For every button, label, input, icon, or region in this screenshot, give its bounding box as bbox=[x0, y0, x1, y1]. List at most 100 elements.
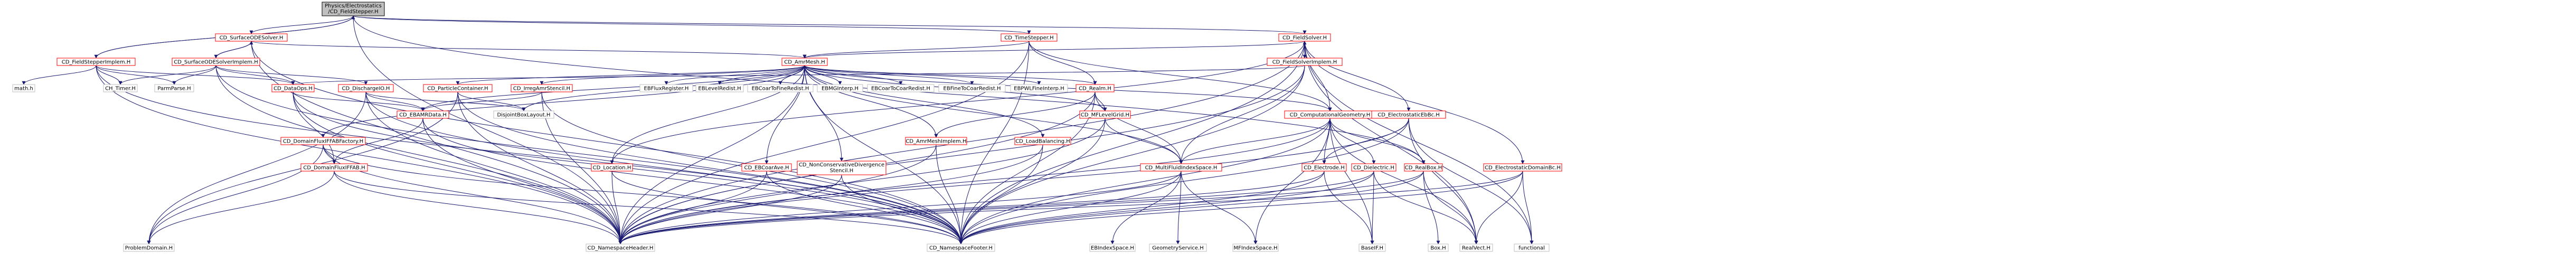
node-ebfluxreg[interactable]: EBFluxRegister.H bbox=[639, 84, 693, 92]
node-amrmesh[interactable]: CD_AmrMesh.H bbox=[781, 58, 828, 66]
node-loadbal[interactable]: CD_LoadBalancing.H bbox=[1014, 137, 1071, 145]
node-box-baseif bbox=[1358, 243, 1386, 252]
edge-compgeom-to-dielectric bbox=[1329, 118, 1376, 164]
node-domainfluxfab[interactable]: CD_DomainFluxIFFAB.H bbox=[300, 163, 368, 172]
node-electroebbc[interactable]: CD_ElectrostaticEbBc.H bbox=[1371, 110, 1446, 119]
node-particlecont[interactable]: CD_ParticleContainer.H bbox=[423, 84, 493, 92]
node-label-realbox: CD_RealBox.H bbox=[1405, 165, 1442, 171]
node-problemdomain[interactable]: ProblemDomain.H bbox=[123, 243, 175, 252]
node-electrodomain[interactable]: CD_ElectrostaticDomainBc.H bbox=[1483, 163, 1562, 172]
edge-electroebbc-to-nsheader bbox=[618, 118, 1409, 245]
edge-amrmesh-to-loadbal bbox=[804, 65, 1045, 138]
edge-tsh-to-realm bbox=[1028, 41, 1097, 85]
node-box-ebmginterp bbox=[817, 84, 863, 92]
node-location[interactable]: CD_Location.H bbox=[591, 163, 633, 172]
node-multifluid[interactable]: CD_MultiFluidIndexSpace.H bbox=[1140, 163, 1222, 172]
edge-fsolverimpl-to-dataops bbox=[291, 65, 1305, 85]
node-eblevelredist[interactable]: EBLevelRedist.H bbox=[695, 84, 744, 92]
node-label-realm: CD_Realm.H bbox=[1079, 86, 1111, 92]
node-label-loadbal: CD_LoadBalancing.H bbox=[1015, 139, 1070, 145]
node-nsheader[interactable]: CD_NamespaceHeader.H bbox=[586, 243, 655, 252]
node-label-ebpwl: EBPWLFineInterp.H bbox=[1014, 86, 1064, 92]
node-root[interactable]: Physics/Electrostatics/CD_FieldStepper.H bbox=[322, 2, 385, 16]
node-label-dielectric: CD_Dielectric.H bbox=[1353, 165, 1394, 171]
edge-irregamr-to-nsheader bbox=[541, 91, 622, 245]
edge-electrode-to-nsheader bbox=[618, 171, 1325, 245]
node-ebcoartofine[interactable]: EBCoarToFineRedist.H bbox=[747, 84, 814, 92]
edge-amrmeshimpl-to-nsheader bbox=[618, 144, 937, 245]
node-box-loadbal bbox=[1014, 137, 1071, 145]
node-realm[interactable]: CD_Realm.H bbox=[1075, 84, 1115, 92]
node-label-functional: functional bbox=[1518, 246, 1545, 251]
edge-electroebbc-to-functional bbox=[1408, 118, 1534, 245]
node-tsh[interactable]: CD_TimeStepper.H bbox=[1001, 33, 1058, 42]
edge-realm-to-nsfooter bbox=[959, 91, 1096, 245]
node-functional[interactable]: functional bbox=[1514, 243, 1550, 252]
node-electrode[interactable]: CD_Electrode.H bbox=[1301, 163, 1347, 172]
node-box-fsolverimpl bbox=[1267, 58, 1343, 66]
edge-amrmesh-to-ebmginterp bbox=[804, 65, 842, 85]
edge-amrmesh-to-ebammrdata bbox=[421, 65, 805, 111]
node-ebfinetocoar[interactable]: EBFineToCoarRedist.H bbox=[938, 84, 1006, 92]
node-ebammrdata[interactable]: CD_EBAMRData.H bbox=[397, 110, 449, 119]
edge-dataops-to-domainfluxfab bbox=[292, 91, 336, 164]
node-label-root-line2: /CD_FieldStepper.H bbox=[328, 9, 378, 15]
node-realvect[interactable]: RealVect.H bbox=[1459, 243, 1493, 252]
node-fsolver[interactable]: CD_FieldSolver.H bbox=[1278, 33, 1331, 42]
node-label-root: Physics/Electrostatics bbox=[325, 3, 382, 9]
node-box-ebfluxreg bbox=[639, 84, 693, 92]
edge-electrode-to-baseif bbox=[1324, 171, 1374, 245]
node-compgeom[interactable]: CD_ComputationalGeometry.H bbox=[1284, 110, 1376, 119]
node-fsimpl[interactable]: CD_FieldStepperImplem.H bbox=[56, 58, 136, 66]
edge-amrmesh-to-irregamr bbox=[540, 65, 805, 85]
node-box-ebindex bbox=[1089, 243, 1136, 252]
node-mathh[interactable]: math.h bbox=[12, 84, 35, 92]
node-parmparse[interactable]: ParmParse.H bbox=[154, 84, 194, 92]
edge-compgeom-to-mfindex bbox=[1253, 118, 1331, 245]
edge-realm-to-multifluid bbox=[1094, 91, 1183, 164]
node-irregamr[interactable]: CD_IrregAmrStencil.H bbox=[511, 84, 573, 92]
node-fsolverimpl[interactable]: CD_FieldSolverImplem.H bbox=[1267, 58, 1343, 66]
edge-sodeimpl-to-nsheader bbox=[215, 65, 622, 245]
node-baseif[interactable]: BaseIF.H bbox=[1358, 243, 1386, 252]
edge-sodeimpl-to-nsfooter bbox=[215, 65, 963, 245]
node-ebindex[interactable]: EBIndexSpace.H bbox=[1089, 243, 1136, 252]
node-box-sodeh bbox=[215, 33, 288, 42]
node-label-fsolver: CD_FieldSolver.H bbox=[1282, 35, 1327, 41]
edge-compgeom-to-nsfooter bbox=[959, 118, 1331, 245]
node-geomservice[interactable]: GeometryService.H bbox=[1149, 243, 1207, 252]
node-sodeh[interactable]: CD_SurfaceODESolver.H bbox=[215, 33, 288, 42]
node-domainflux[interactable]: CD_DomainFluxIFFABFactory.H bbox=[280, 137, 366, 145]
node-nsfooter[interactable]: CD_NamespaceFooter.H bbox=[927, 243, 995, 252]
node-label-nsheader: CD_NamespaceHeader.H bbox=[588, 246, 654, 251]
node-realbox[interactable]: CD_RealBox.H bbox=[1404, 163, 1443, 172]
node-label-eblevelredist: EBLevelRedist.H bbox=[698, 86, 741, 92]
node-dielectric[interactable]: CD_Dielectric.H bbox=[1351, 163, 1396, 172]
node-ebpwl[interactable]: EBPWLFineInterp.H bbox=[1010, 84, 1068, 92]
node-label-domainfluxfab: CD_DomainFluxIFFAB.H bbox=[303, 165, 365, 171]
edge-sodeh-to-nsfooter bbox=[251, 41, 963, 245]
node-discharge[interactable]: CD_DischargeIO.H bbox=[338, 84, 394, 92]
node-ebmginterp[interactable]: EBMGInterp.H bbox=[817, 84, 863, 92]
node-label-boxh: Box.H bbox=[1430, 246, 1446, 251]
edge-electrodomain-to-nsfooter bbox=[959, 171, 1523, 245]
edge-root-to-tsh bbox=[353, 15, 1031, 34]
edge-nonconserv-to-nsheader bbox=[618, 174, 842, 245]
node-sodeimpl[interactable]: CD_SurfaceODESolverImplem.H bbox=[172, 58, 260, 66]
node-dataops[interactable]: CD_DataOps.H bbox=[271, 84, 315, 92]
node-disjoint[interactable]: DisjointBoxLayout.H bbox=[493, 110, 554, 119]
node-label-ebfinetocoar: EBFineToCoarRedist.H bbox=[943, 86, 1001, 92]
node-amrmeshimpl[interactable]: CD_AmrMeshImplem.H bbox=[905, 137, 967, 145]
node-chtimer[interactable]: CH_Timer.H bbox=[103, 84, 138, 92]
node-ebcoarave[interactable]: CD_EBCoarAve.H bbox=[741, 163, 792, 172]
edge-location-to-nsheader bbox=[611, 171, 622, 245]
node-boxh[interactable]: Box.H bbox=[1428, 243, 1449, 252]
node-mfindex[interactable]: MFIndexSpace.H bbox=[1232, 243, 1279, 252]
edge-root-to-nsheader bbox=[353, 15, 622, 245]
node-label-particlecont: CD_ParticleContainer.H bbox=[427, 86, 488, 92]
node-mfleveld[interactable]: CD_MFLevelGrid.H bbox=[1079, 110, 1131, 119]
edge-amrmesh-to-realm bbox=[804, 65, 1097, 85]
node-ebcoartocoar[interactable]: EBCoarToCoarRedist.H bbox=[867, 84, 935, 92]
